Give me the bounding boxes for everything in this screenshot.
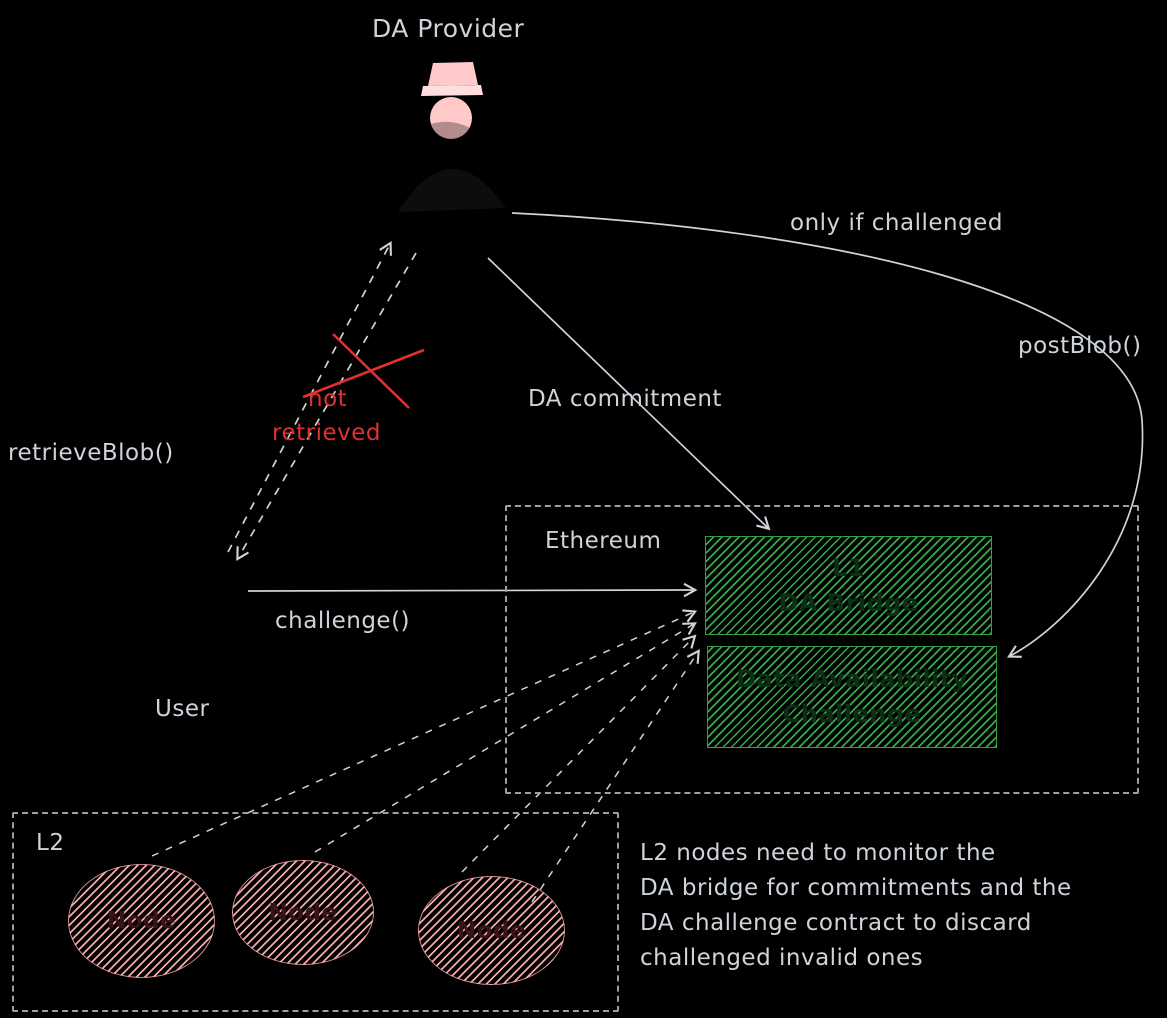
hat-crown xyxy=(428,62,478,86)
post-blob-label: postBlob() xyxy=(1018,333,1142,359)
not-retrieved-label-line2: retrieved xyxy=(272,420,381,446)
note-line-4: challenged invalid ones xyxy=(640,945,924,971)
l2-node-1-label: Node xyxy=(106,908,177,934)
ethereum-group-box xyxy=(505,505,1139,794)
l2-node-1: Node xyxy=(68,864,215,978)
head-shadow xyxy=(431,121,470,140)
only-if-challenged-label: only if challenged xyxy=(790,210,1003,236)
l2-node-2: Node xyxy=(232,860,374,965)
da-commitment-label: DA commitment xyxy=(528,386,722,412)
da-bridge-box: L1 DA Bridge xyxy=(705,536,992,635)
not-retrieved-label-line1: not xyxy=(308,386,348,412)
da-challenge-label-line2: Challenge xyxy=(782,700,922,728)
note-line-1: L2 nodes need to monitor the xyxy=(640,840,996,866)
l2-node-3-label: Node xyxy=(456,917,527,944)
da-bridge-label-line1: L1 xyxy=(832,553,865,582)
l2-node-2-label: Node xyxy=(268,899,338,926)
user-label: User xyxy=(155,696,210,722)
l2-node-3: Node xyxy=(418,876,565,985)
da-provider-label: DA Provider xyxy=(372,14,525,43)
challenge-label: challenge() xyxy=(275,608,411,634)
ethereum-label: Ethereum xyxy=(545,528,662,554)
l2-group-box xyxy=(12,812,619,1012)
da-challenge-label-line1: Data Availability xyxy=(736,665,968,694)
note-line-3: DA challenge contract to discard xyxy=(640,910,1032,936)
da-challenge-box: Data Availability Challenge xyxy=(707,646,997,748)
da-bridge-label-line2: DA Bridge xyxy=(778,588,919,617)
da-provider-icon xyxy=(398,62,506,212)
person-body xyxy=(398,168,506,212)
retrieve-blob-label: retrieveBlob() xyxy=(8,440,174,466)
note-line-2: DA bridge for commitments and the xyxy=(640,875,1072,901)
hat-band xyxy=(421,85,483,96)
person-head xyxy=(430,97,472,139)
l2-label: L2 xyxy=(36,830,65,856)
